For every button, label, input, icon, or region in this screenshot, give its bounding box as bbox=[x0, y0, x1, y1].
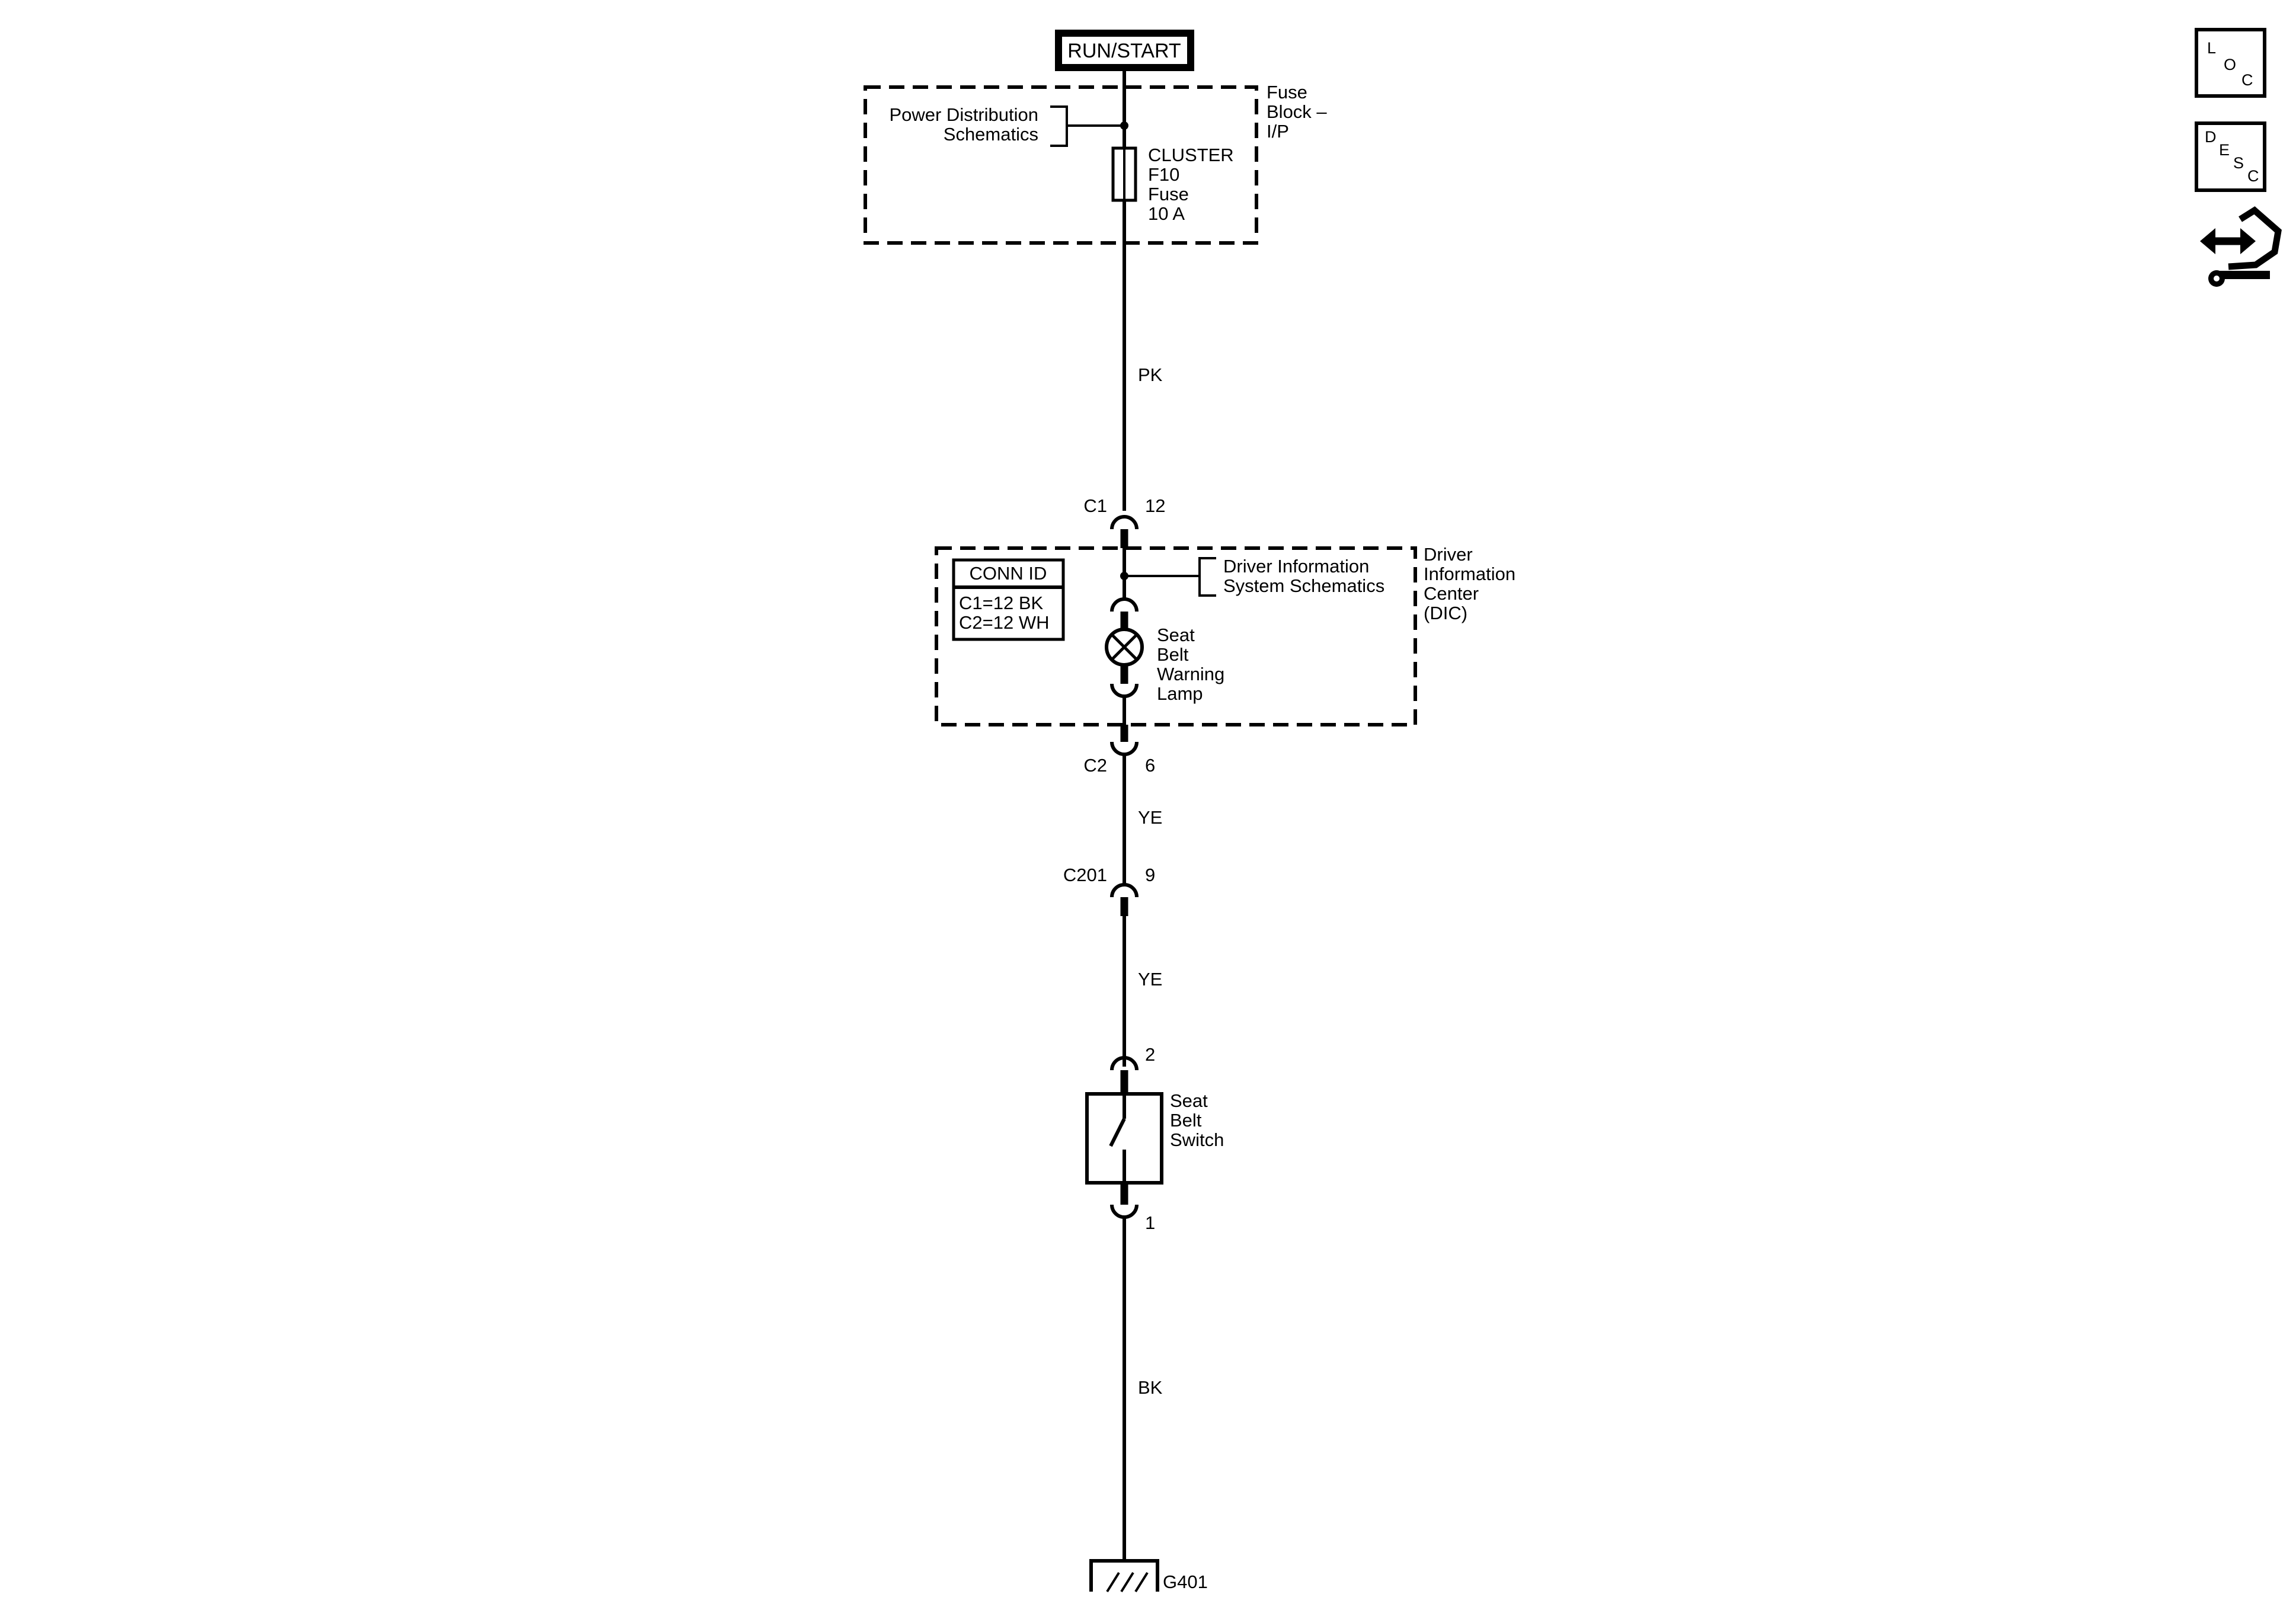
lamp-icon bbox=[1105, 628, 1144, 667]
c2-connector-label: C2 bbox=[1083, 755, 1107, 776]
fuse-block-name-1: Fuse bbox=[1267, 82, 1307, 103]
fuse-label-2: F10 bbox=[1148, 164, 1179, 185]
conn-id-box: CONN ID C1=12 BK C2=12 WH bbox=[952, 558, 1065, 641]
conn-id-c2: C2=12 WH bbox=[959, 612, 1049, 633]
desc-letter-4: C bbox=[2247, 167, 2259, 185]
lamp-label-1: Seat bbox=[1157, 625, 1195, 645]
dic-name-1: Driver bbox=[1424, 544, 1473, 565]
wire-bk-label: BK bbox=[1138, 1377, 1163, 1398]
driver-information-center: Driver Information Center (DIC) CONN ID … bbox=[935, 544, 1515, 726]
desc-letter-1: D bbox=[2205, 128, 2217, 146]
c1-female-terminal bbox=[1110, 515, 1139, 530]
switch-top-terminal bbox=[1110, 1056, 1139, 1071]
wire-ye-2-label: YE bbox=[1138, 969, 1162, 990]
fuse-label-1: CLUSTER bbox=[1148, 145, 1234, 165]
connector-c201: C201 9 bbox=[1063, 865, 1155, 916]
switch-label-2: Belt bbox=[1170, 1110, 1202, 1131]
dic-outline bbox=[935, 546, 1417, 726]
loc-letter-3: C bbox=[2241, 71, 2253, 89]
power-source: RUN/START bbox=[1055, 30, 1194, 71]
seat-belt-switch: 2 Seat Belt Switch 1 bbox=[1085, 1044, 1224, 1233]
power-distribution-link-1[interactable]: Power Distribution bbox=[889, 104, 1038, 125]
c201-female-terminal bbox=[1110, 883, 1139, 898]
dic-name-2: Information bbox=[1424, 564, 1515, 584]
switch-pin-bottom: 1 bbox=[1145, 1212, 1155, 1233]
c2-female-terminal bbox=[1110, 741, 1139, 756]
c201-connector-label: C201 bbox=[1063, 865, 1107, 885]
fuse-block: Fuse Block – I/P Power Distribution Sche… bbox=[864, 82, 1327, 245]
lamp-label-2: Belt bbox=[1157, 644, 1189, 665]
desc-letter-3: S bbox=[2233, 154, 2244, 172]
fuse-block-name-3: I/P bbox=[1267, 121, 1289, 142]
lamp-label-4: Lamp bbox=[1157, 683, 1203, 704]
desc-letter-2: E bbox=[2219, 141, 2230, 159]
wire-ye-1-label: YE bbox=[1138, 807, 1162, 828]
wrench-swap-icon[interactable] bbox=[2200, 206, 2282, 287]
power-distribution-bracket bbox=[1050, 105, 1068, 147]
conn-id-title: CONN ID bbox=[970, 563, 1047, 584]
c1-connector-label: C1 bbox=[1083, 495, 1107, 516]
switch-pin-top: 2 bbox=[1145, 1044, 1155, 1065]
c201-pin-label: 9 bbox=[1145, 865, 1155, 885]
loc-letter-2: O bbox=[2224, 56, 2236, 73]
dic-schematics-link-2[interactable]: System Schematics bbox=[1223, 575, 1384, 596]
switch-bottom-terminal bbox=[1110, 1204, 1139, 1219]
switch-label-1: Seat bbox=[1170, 1090, 1208, 1111]
power-distribution-link-2[interactable]: Schematics bbox=[944, 124, 1038, 145]
dic-name-4: (DIC) bbox=[1424, 603, 1467, 623]
c2-pin-label: 6 bbox=[1145, 755, 1155, 776]
connector-c2: C2 6 bbox=[1083, 725, 1155, 776]
switch-label-3: Switch bbox=[1170, 1129, 1224, 1150]
lamp-label-3: Warning bbox=[1157, 664, 1224, 684]
dic-schematics-bracket bbox=[1198, 557, 1216, 597]
fuse-label-3: Fuse bbox=[1148, 184, 1189, 204]
loc-tab[interactable]: L O C bbox=[2195, 28, 2266, 98]
c1-pin-label: 12 bbox=[1145, 495, 1165, 516]
desc-tab[interactable]: D E S C bbox=[2195, 121, 2266, 192]
fuse-label-4: 10 A bbox=[1148, 203, 1185, 224]
loc-letter-1: L bbox=[2207, 39, 2216, 57]
power-source-label: RUN/START bbox=[1067, 40, 1181, 62]
ground-label: G401 bbox=[1163, 1571, 1208, 1592]
dic-schematics-link-1[interactable]: Driver Information bbox=[1223, 556, 1369, 577]
fuse-block-name-2: Block – bbox=[1267, 101, 1327, 122]
connector-c1: C1 12 bbox=[1083, 495, 1165, 548]
conn-id-c1: C1=12 BK bbox=[959, 593, 1044, 613]
dic-name-3: Center bbox=[1424, 583, 1479, 604]
wire-pk-label: PK bbox=[1138, 364, 1163, 385]
fuse-block-outline bbox=[864, 85, 1258, 245]
ground-icon bbox=[1089, 1559, 1159, 1593]
